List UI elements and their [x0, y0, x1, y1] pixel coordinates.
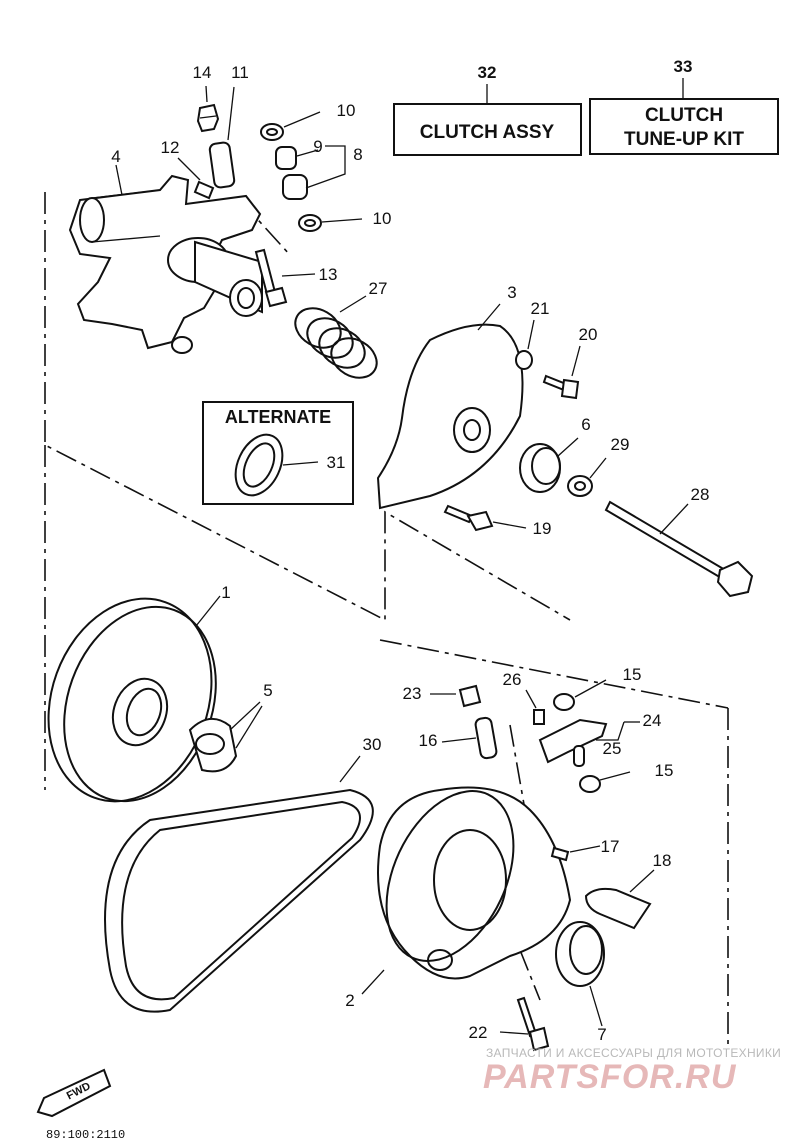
- part-13-bolt: [254, 248, 316, 308]
- callout-22: 22: [469, 1023, 488, 1042]
- parts-10-9-8-rollers: [260, 111, 363, 232]
- callout-30: 30: [363, 735, 382, 754]
- tune-up-kit-ref: 33: [674, 57, 693, 76]
- callout-8: 8: [353, 145, 362, 164]
- part-11-pin: [208, 86, 236, 189]
- callout-11: 11: [231, 63, 249, 82]
- part-14-plug: [196, 85, 220, 133]
- clutch-assy-ref: 32: [478, 63, 497, 82]
- part-27-spring: [294, 295, 378, 379]
- tune-up-kit-label-line2: TUNE-UP KIT: [624, 129, 744, 150]
- clutch-assy-box: 32 CLUTCH ASSY: [393, 63, 582, 156]
- callout-2: 2: [345, 991, 354, 1010]
- part-23-plug: [430, 684, 482, 708]
- callout-14: 14: [193, 63, 212, 82]
- part-16-pin: [441, 716, 498, 760]
- callout-28: 28: [691, 485, 710, 504]
- part-30-drive-belt: [104, 755, 374, 1013]
- part-3-cover: [376, 303, 524, 510]
- tune-up-kit-label-line1: CLUTCH: [645, 105, 723, 126]
- callout-9: 9: [313, 137, 322, 156]
- callout-24: 24: [643, 711, 662, 730]
- callout-23: 23: [403, 684, 422, 703]
- callout-16: 16: [419, 731, 438, 750]
- watermark-logo: PARTSFOR.RU: [483, 1058, 737, 1096]
- part-1-sheave: [47, 595, 221, 803]
- callout-21: 21: [531, 299, 550, 318]
- watermark-caption: ЗАПЧАСТИ И АКСЕССУАРЫ ДЛЯ МОТОТЕХНИКИ: [486, 1046, 782, 1060]
- part-28-long-bolt: [604, 500, 754, 598]
- parts-26-15-24-25-weights: [525, 679, 640, 793]
- fwd-direction-arrow: FWD: [36, 1068, 112, 1118]
- callout-13: 13: [319, 265, 338, 284]
- drawing-code: 89:100:2110: [46, 1128, 126, 1141]
- part-22-bolt: [499, 996, 550, 1052]
- callout-26: 26: [503, 670, 522, 689]
- callout-10: 10: [373, 209, 392, 228]
- callout-12: 12: [161, 138, 180, 157]
- part-7-bushing: [555, 921, 605, 1027]
- assembly-guide-lines: [44, 192, 729, 1050]
- callout-27: 27: [369, 279, 388, 298]
- part-19-grease-fitting: [443, 504, 527, 532]
- tune-up-kit-box: 33 CLUTCH TUNE-UP KIT: [589, 57, 779, 155]
- part-6-bushing: [519, 437, 579, 493]
- callout-17: 17: [601, 837, 620, 856]
- clutch-assy-label: CLUTCH ASSY: [420, 122, 555, 143]
- part-17-set-screw: [550, 845, 601, 862]
- part-2-movable-sheave: [361, 786, 572, 995]
- part-29-washer: [567, 457, 607, 497]
- callout-15: 15: [623, 665, 642, 684]
- callout-3: 3: [507, 283, 516, 302]
- callout-5: 5: [263, 681, 272, 700]
- callout-29: 29: [611, 435, 630, 454]
- callout-25: 25: [603, 739, 622, 758]
- callout-18: 18: [653, 851, 672, 870]
- callout-10: 10: [337, 101, 356, 120]
- alternate-label: ALTERNATE: [225, 407, 331, 427]
- callout-1: 1: [221, 583, 230, 602]
- part-18-bushing: [584, 869, 655, 930]
- part-5-rollers: [188, 701, 263, 773]
- callout-15: 15: [655, 761, 674, 780]
- parts-21-20-fasteners: [515, 319, 581, 400]
- callout-6: 6: [581, 415, 590, 434]
- alternate-ref: 31: [327, 453, 346, 472]
- callout-4: 4: [111, 147, 120, 166]
- alternate-box: ALTERNATE 31: [202, 401, 354, 505]
- part-4-spider: [68, 164, 263, 354]
- callout-19: 19: [533, 519, 552, 538]
- part-12-set-screw: [177, 157, 215, 200]
- callout-7: 7: [597, 1025, 606, 1044]
- callout-20: 20: [579, 325, 598, 344]
